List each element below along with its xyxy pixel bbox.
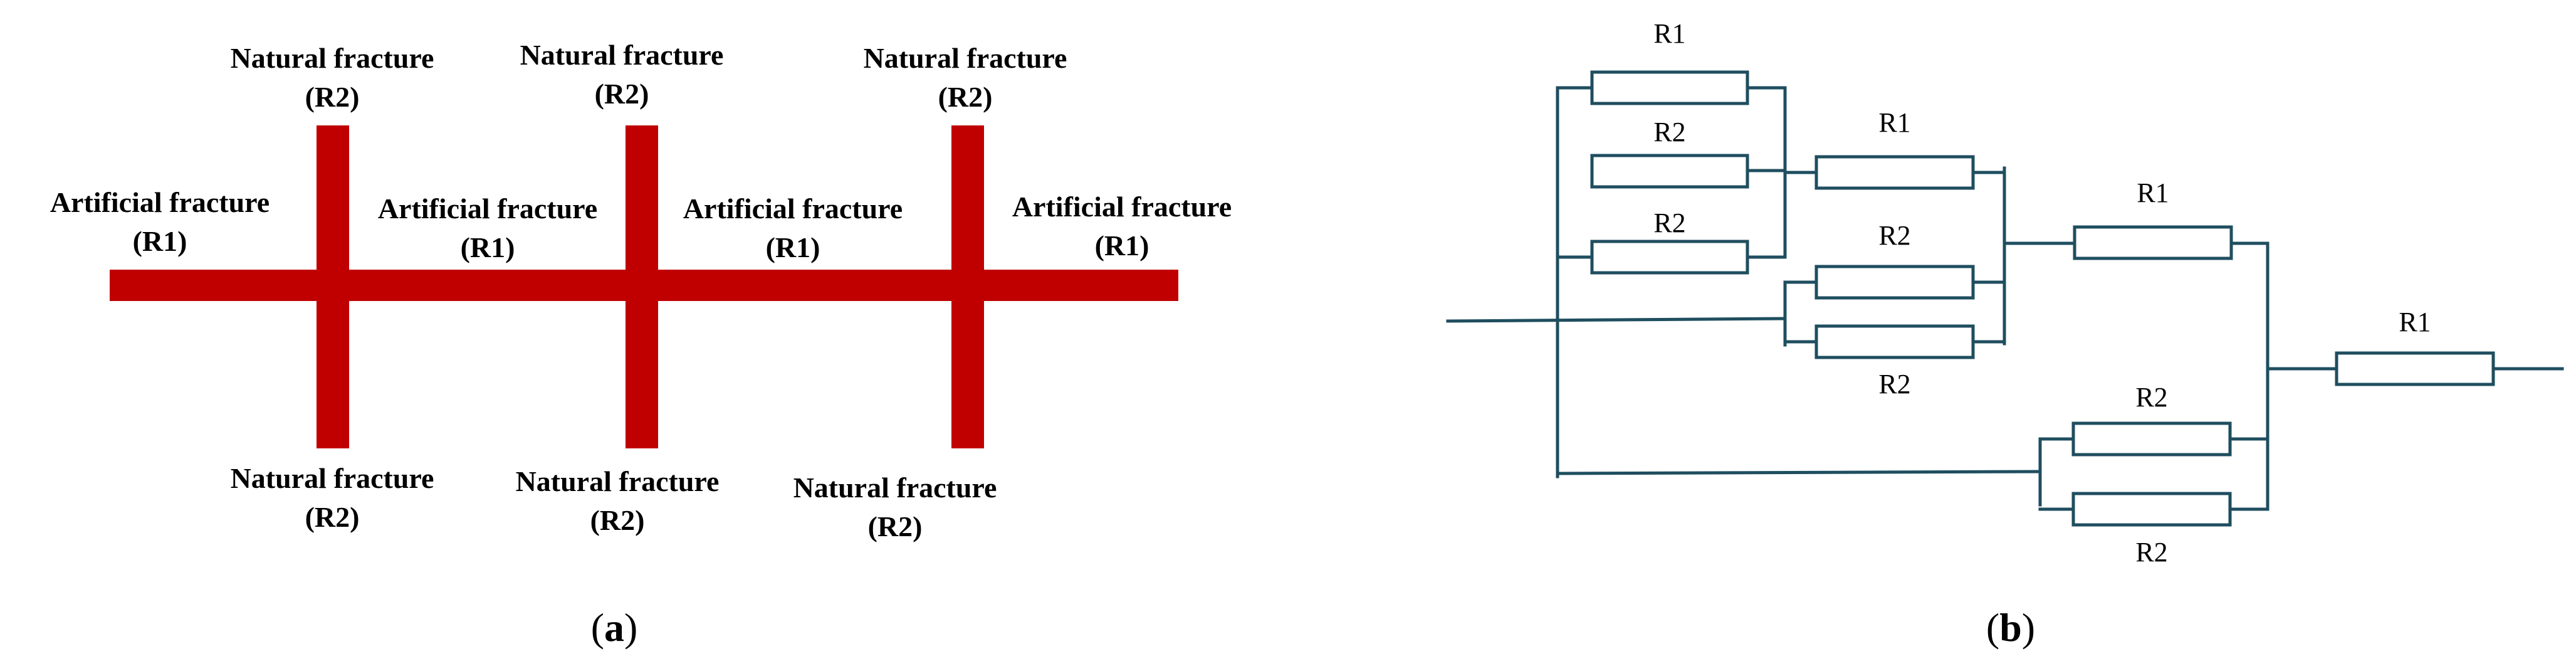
resistor-3-label: R2 bbox=[1653, 208, 1685, 238]
panel-b-caption: (b) bbox=[1986, 605, 2035, 650]
natural-bottom-3-code: (R2) bbox=[868, 510, 923, 542]
artificial-2-name: Artificial fracture bbox=[378, 193, 597, 225]
resistor-7 bbox=[2073, 225, 2233, 260]
circuit-wires bbox=[1446, 86, 2564, 511]
artificial-3-name: Artificial fracture bbox=[683, 193, 903, 225]
natural-top-1-code: (R2) bbox=[305, 81, 360, 113]
resistor-4 bbox=[1814, 155, 1975, 190]
resistor-10 bbox=[2335, 351, 2495, 386]
artificial-1-name: Artificial fracture bbox=[50, 186, 270, 218]
artificial-3-code: (R1) bbox=[766, 231, 820, 263]
natural-bottom-2-name: Natural fracture bbox=[516, 465, 720, 497]
artificial-4-code: (R1) bbox=[1095, 230, 1149, 262]
natural-fracture-1 bbox=[317, 125, 349, 448]
resistor-8 bbox=[2071, 421, 2232, 457]
resistor-1-label: R1 bbox=[1653, 18, 1685, 49]
resistor-5 bbox=[1814, 265, 1975, 300]
resistor-6 bbox=[1814, 324, 1975, 359]
natural-fracture-3 bbox=[951, 125, 984, 448]
natural-bottom-1-name: Natural fracture bbox=[231, 462, 434, 494]
resistor-2 bbox=[1590, 154, 1749, 189]
resistor-2-label: R2 bbox=[1653, 117, 1685, 147]
resistor-6-label: R2 bbox=[1878, 369, 1910, 399]
natural-fracture-2 bbox=[626, 125, 658, 448]
panel-b-resistor-network: R1 R2 R2 R1 R2 R2 R1 R2 R2 R1 (b) bbox=[1446, 18, 2564, 650]
artificial-2-code: (R1) bbox=[461, 231, 515, 263]
resistor-10-label: R1 bbox=[2399, 307, 2431, 337]
natural-top-3-code: (R2) bbox=[938, 81, 993, 113]
resistor-9-label: R2 bbox=[2135, 537, 2167, 568]
natural-bottom-3-name: Natural fracture bbox=[793, 472, 997, 504]
resistor-9 bbox=[2071, 492, 2232, 527]
natural-bottom-1-code: (R2) bbox=[305, 501, 360, 533]
resistor-4-label: R1 bbox=[1878, 107, 1910, 138]
resistor-8-label: R2 bbox=[2135, 382, 2167, 413]
resistor-1 bbox=[1590, 70, 1749, 105]
resistor-7-label: R1 bbox=[2137, 177, 2169, 208]
natural-top-2-name: Natural fracture bbox=[520, 39, 724, 71]
natural-top-2-code: (R2) bbox=[595, 78, 649, 110]
panel-a-fracture-network: Natural fracture (R2) Natural fracture (… bbox=[50, 39, 1232, 650]
artificial-4-name: Artificial fracture bbox=[1012, 191, 1232, 223]
natural-bottom-2-code: (R2) bbox=[590, 504, 645, 536]
natural-top-1-name: Natural fracture bbox=[231, 42, 434, 74]
panel-a-caption: (a) bbox=[591, 605, 638, 650]
natural-top-3-name: Natural fracture bbox=[864, 42, 1067, 74]
artificial-1-code: (R1) bbox=[133, 225, 187, 257]
resistor-5-label: R2 bbox=[1878, 220, 1910, 251]
resistor-3 bbox=[1590, 240, 1749, 275]
